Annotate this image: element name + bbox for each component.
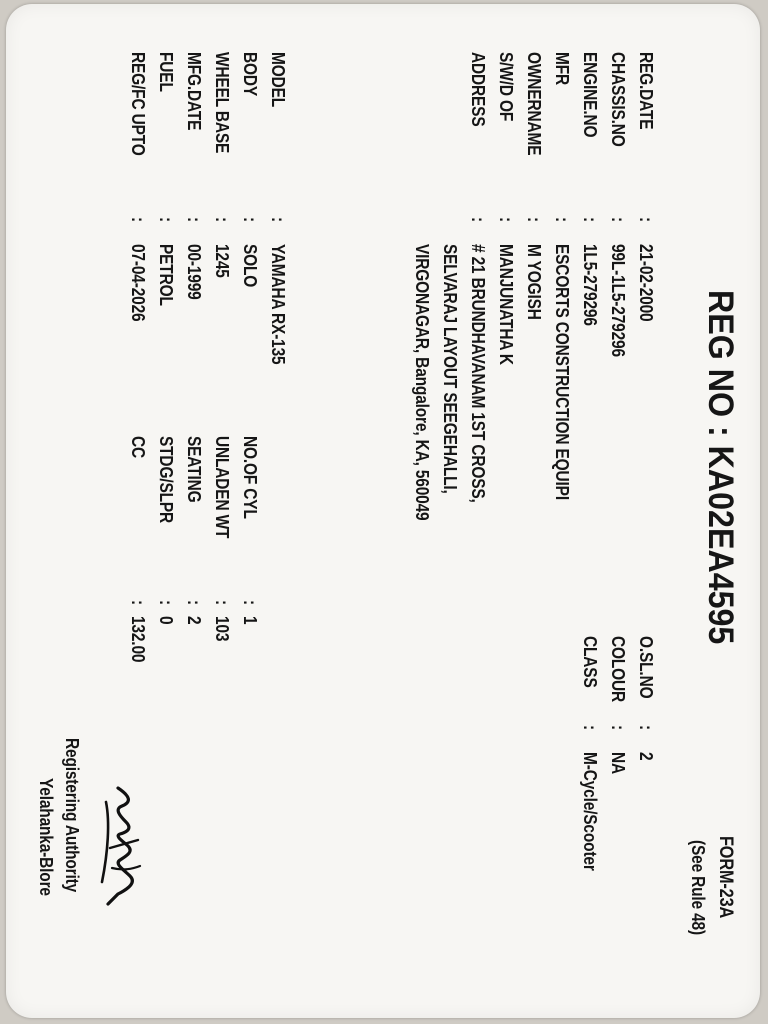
address-line1: # 21 BRUNDHAVANAM 1ST CROSS,: [468, 244, 488, 503]
model-label: MODEL: [268, 52, 288, 108]
regfc-value: 07-04-2026: [128, 244, 148, 322]
colon: :: [184, 600, 204, 605]
owner-value: M YOGISH: [524, 244, 544, 320]
reg-date-value: 21-02-2000: [636, 244, 656, 322]
colon: :: [184, 217, 204, 222]
authority-line2: Yelahanka-Blore: [36, 778, 56, 896]
seating-label: SEATING: [184, 436, 204, 503]
colour-label: COLOUR: [608, 636, 628, 703]
fuel-value: PETROL: [156, 244, 176, 306]
unladen-value: 103: [212, 616, 232, 642]
fuel-label: FUEL: [156, 52, 176, 92]
signature-icon: [100, 786, 142, 906]
colon: :: [608, 725, 628, 730]
colon: :: [156, 217, 176, 222]
wheelbase-value: 1245: [212, 244, 232, 278]
colon: :: [128, 217, 148, 222]
colon: :: [212, 600, 232, 605]
colon: :: [128, 600, 148, 605]
class-value: M-Cycle/Scooter: [580, 752, 600, 871]
model-value: YAMAHA RX-135: [268, 244, 288, 365]
colon: :: [636, 725, 656, 730]
form-number: FORM-23A: [715, 836, 736, 919]
colour-value: NA: [608, 752, 628, 775]
stdg-value: 0: [156, 616, 176, 625]
colon: :: [240, 600, 260, 605]
address-line3: VIRGONAGAR, Bangalore, KA, 560049: [412, 244, 432, 521]
stdg-label: STDG/SLPR: [156, 436, 176, 524]
colon: :: [268, 217, 288, 222]
colon: :: [156, 600, 176, 605]
colon: :: [240, 217, 260, 222]
chassis-value: 99L-1L5-279296: [608, 244, 628, 357]
wheelbase-label: WHEEL BASE: [212, 52, 232, 154]
swd-value: MANJUNATHA K: [496, 244, 516, 365]
cc-label: CC: [128, 436, 148, 459]
form-rule: (See Rule 48): [688, 840, 708, 935]
engine-label: ENGINE.NO: [580, 52, 600, 138]
colon: :: [212, 217, 232, 222]
cc-value: 132.00: [128, 616, 148, 663]
colon: :: [608, 217, 628, 222]
mfgdate-label: MFG.DATE: [184, 52, 204, 131]
cyl-value: 1: [240, 616, 260, 625]
class-label: CLASS: [580, 636, 600, 688]
osl-value: 2: [636, 752, 656, 761]
mfgdate-value: 00-1999: [184, 244, 204, 300]
chassis-label: CHASSIS.NO: [608, 52, 628, 147]
osl-label: O.SL.NO: [636, 636, 656, 699]
rc-card: FORM-23A (See Rule 48) REG NO : KA02EA45…: [6, 4, 760, 1018]
engine-value: 1L5-279296: [580, 244, 600, 326]
colon: :: [496, 217, 516, 222]
colon: :: [468, 217, 488, 222]
body-label: BODY: [240, 52, 260, 97]
mfr-value: ESCORTS CONSTRUCTION EQUIPI: [552, 244, 572, 500]
unladen-label: UNLADEN WT: [212, 436, 232, 539]
seating-value: 2: [184, 616, 204, 625]
authority-line1: Registering Authority: [62, 738, 82, 893]
body-value: SOLO: [240, 244, 260, 288]
colon: :: [580, 725, 600, 730]
mfr-label: MFR: [552, 52, 572, 86]
swd-label: S/W/D OF: [496, 52, 516, 122]
regfc-label: REG/FC UPTO: [128, 52, 148, 156]
owner-label: OWNERNAME: [524, 52, 544, 156]
colon: :: [636, 217, 656, 222]
reg-date-label: REG.DATE: [636, 52, 656, 130]
reg-number-title: REG NO : KA02EA4595: [701, 290, 740, 645]
colon: :: [524, 217, 544, 222]
cyl-label: NO.OF CYL: [240, 436, 260, 519]
address-line2: SELVARAJ LAYOUT SEEGEHALLI,: [440, 244, 460, 494]
address-label: ADDRESS: [468, 52, 488, 127]
rc-content: FORM-23A (See Rule 48) REG NO : KA02EA45…: [6, 4, 760, 1018]
colon: :: [552, 217, 572, 222]
colon: :: [580, 217, 600, 222]
